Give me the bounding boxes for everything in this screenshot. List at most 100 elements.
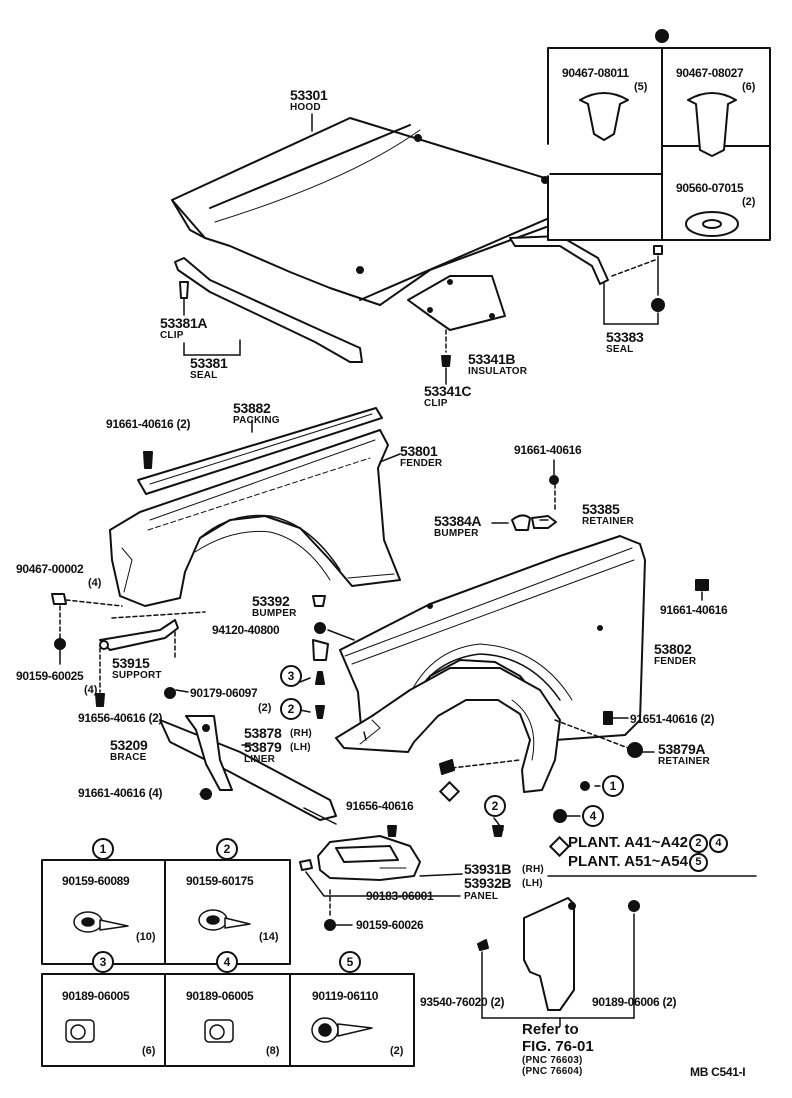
grid-c2-number: 90159-60175 [186,874,254,888]
seal-53381-name: SEAL [190,370,218,381]
retainer-53385-name: RETAINER [582,516,634,527]
hood-part-number: 53301 [290,87,328,103]
fender-left-shape [109,429,401,607]
retainer-53879a-number: 53879A [658,741,706,757]
packing-shape [137,407,383,495]
clip-90467-00002-number: 90467-00002 [16,562,84,576]
grid-c1-number: 90159-60089 [62,874,130,888]
fastener-a-number: 90467-08011 [562,66,629,80]
panel-lh-number: 53932B [464,875,512,891]
callout-2-a: 2 [280,698,302,720]
bolt-e-label: 91651-40616 (2) [630,712,715,726]
callout-1-a: 1 [602,775,624,797]
brace-name: BRACE [110,752,147,763]
clip-53381a-number: 53381A [160,315,208,331]
panel-rh-tag: (RH) [522,864,544,875]
fastener-b-qty: (6) [742,81,756,93]
screw-90159-60026-label: 90159-60026 [356,918,424,932]
plant-note-1-callout-2: 2 [688,834,708,853]
clip-53341c-number: 53341C [424,383,472,399]
seal-53383-number: 53383 [606,329,644,345]
grid-c5-qty: (2) [390,1045,404,1057]
plant-note-2-callout-5: 5 [688,853,708,872]
hood-part-name: HOOD [290,102,321,113]
screw-90183-label: 90183-06001 [366,889,434,903]
liner-name: LINER [244,754,275,765]
retainer-53879a-name: RETAINER [658,756,710,767]
screw-90159-60025-number: 90159-60025 [16,669,84,683]
grid-c3-qty: (6) [142,1045,156,1057]
refer-fig-text: FIG. 76-01 [522,1038,594,1055]
grid-callout-3: 3 [92,951,114,973]
grid-c4-qty: (8) [266,1045,280,1057]
insulator-number: 53341B [468,351,516,367]
grid-callout-1: 1 [92,838,114,860]
callout-4-a: 4 [582,805,604,827]
plant-note-1-text: PLANT. A41~A42 [568,834,688,851]
panel-shape [317,835,421,881]
fender-left-name: FENDER [400,458,443,469]
bolt-b-label: 91661-40616 [514,443,582,457]
insulator-shape [407,275,506,331]
packing-name: PACKING [233,415,280,426]
callout-3-a: 3 [280,665,302,687]
liner-shape [335,667,561,793]
fastener-a-qty: (5) [634,81,648,93]
brace-shape [159,715,337,825]
fastener-b-number: 90467-08027 [676,66,744,80]
bumper-53384a-name: BUMPER [434,528,479,539]
mudflap-shape [523,897,576,1011]
insulator-name: INSULATOR [468,366,528,377]
bolt-d-label: 91661-40616 (4) [78,786,163,800]
grid-c5-number: 90119-06110 [312,989,379,1003]
seal-53383-name: SEAL [606,344,634,355]
fender-right-name: FENDER [654,656,697,667]
clip-90467-00002-qty: (4) [88,577,102,589]
panel-name: PANEL [464,891,499,902]
bolt-c-label: 91661-40616 [660,603,728,617]
panel-lh-tag: (LH) [522,878,543,889]
refer-to-text: Refer to [522,1021,579,1038]
bolt-f-label: 91656-40616 (2) [78,711,163,725]
bumper-53392-number: 53392 [252,593,290,609]
screw-94120-label: 94120-40800 [212,623,280,637]
grid-callout-4: 4 [216,951,238,973]
seal-53381-number: 53381 [190,355,228,371]
pnc-2-text: (PNC 76604) [522,1066,583,1077]
panel-rh-number: 53931B [464,861,512,877]
retainer-53385-number: 53385 [582,501,620,517]
packing-number: 53882 [233,400,271,416]
bolt-g-label: 91656-40616 [346,799,414,813]
fastener-c-qty: (2) [742,196,756,208]
liner-lh-tag: (LH) [290,742,311,753]
nut-90179-qty: (2) [258,702,272,714]
liner-rh-tag: (RH) [290,728,312,739]
grid-callout-5: 5 [339,951,361,973]
clip-53341c-name: CLIP [424,398,448,409]
clip-53381a-name: CLIP [160,330,184,341]
mudflap-left-label: 93540-76020 (2) [420,995,505,1009]
hood-shape [171,117,611,306]
plant-note-1-callout-4: 4 [708,834,728,853]
footer-code: MB C541-I [690,1065,746,1079]
seal-53381-shape [174,257,363,363]
grid-c3-number: 90189-06005 [62,989,130,1003]
brace-number: 53209 [110,737,148,753]
grid-callout-2: 2 [216,838,238,860]
nut-90179-label: 90179-06097 [190,686,258,700]
grid-screw-drawings [65,909,373,1043]
pnc-1-text: (PNC 76603) [522,1055,583,1066]
support-name: SUPPORT [112,670,162,681]
plant-note-2-text: PLANT. A51~A54 [568,853,688,870]
fastener-c-number: 90560-07015 [676,181,744,195]
bumper-53384a-number: 53384A [434,513,482,529]
liner-lh-number: 53879 [244,739,282,755]
support-number: 53915 [112,655,150,671]
grid-c2-qty: (14) [259,931,279,943]
fender-right-number: 53802 [654,641,692,657]
screw-90159-60025-qty: (4) [84,684,98,696]
